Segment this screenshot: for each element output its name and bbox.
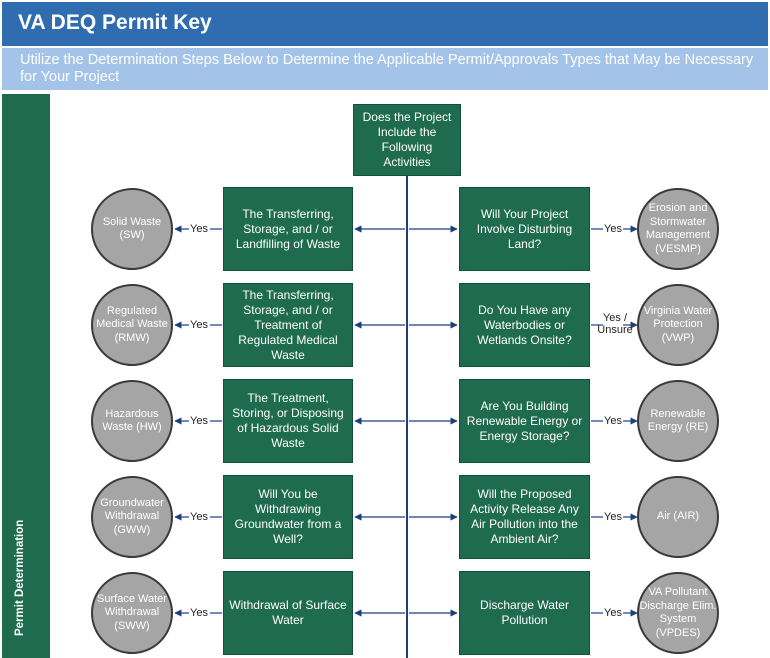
right-question-box: Do You Have any Waterbodies or Wetlands … (459, 283, 590, 367)
page-title: VA DEQ Permit Key (18, 11, 212, 34)
right-answer-label: Yes / Unsure (597, 312, 633, 336)
left-answer-label: Yes (190, 607, 208, 619)
right-permit-circle: VA Pollutant Discharge Elim. System (VPD… (637, 572, 719, 654)
right-question-box: Discharge Water Pollution (459, 571, 590, 655)
left-permit-circle: Surface Water Withdrawal (SWW) (91, 572, 173, 654)
left-permit-circle: Regulated Medical Waste (RMW) (91, 284, 173, 366)
left-permit-circle: Groundwater Withdrawal (GWW) (91, 476, 173, 558)
left-permit-circle: Solid Waste (SW) (91, 188, 173, 270)
left-answer-label: Yes (190, 319, 208, 331)
header-bar: VA DEQ Permit Key (2, 2, 768, 46)
left-question-box: The Transferring, Storage, and / or Trea… (223, 283, 353, 367)
top-question-box: Does the Project Include the Following A… (353, 104, 461, 176)
left-question-box: The Treatment, Storing, or Disposing of … (223, 379, 353, 463)
left-permit-circle: Hazardous Waste (HW) (91, 380, 173, 462)
subheader-bar: Utilize the Determination Steps Below to… (2, 48, 768, 90)
left-answer-label: Yes (190, 223, 208, 235)
left-answer-label: Yes (190, 511, 208, 523)
right-answer-label: Yes (604, 223, 622, 235)
right-question-box: Are You Building Renewable Energy or Ene… (459, 379, 590, 463)
right-permit-circle: Air (AIR) (637, 476, 719, 558)
side-bar (2, 94, 50, 658)
left-answer-label: Yes (190, 415, 208, 427)
right-permit-circle: Virginia Water Protection (VWP) (637, 284, 719, 366)
right-question-box: Will the Proposed Activity Release Any A… (459, 475, 590, 559)
right-answer-label: Yes (604, 511, 622, 523)
right-answer-label: Yes (604, 415, 622, 427)
right-permit-circle: Renewable Energy (RE) (637, 380, 719, 462)
page-subtitle: Utilize the Determination Steps Below to… (20, 52, 754, 85)
central-flow-line (406, 176, 408, 658)
left-question-box: Withdrawal of Surface Water (223, 571, 353, 655)
right-answer-label: Yes (604, 607, 622, 619)
left-question-box: Will You be Withdrawing Groundwater from… (223, 475, 353, 559)
left-question-box: The Transferring, Storage, and / or Land… (223, 187, 353, 271)
right-question-box: Will Your Project Involve Disturbing Lan… (459, 187, 590, 271)
right-permit-circle: Erosion and Stormwater Management (VESMP… (637, 188, 719, 270)
